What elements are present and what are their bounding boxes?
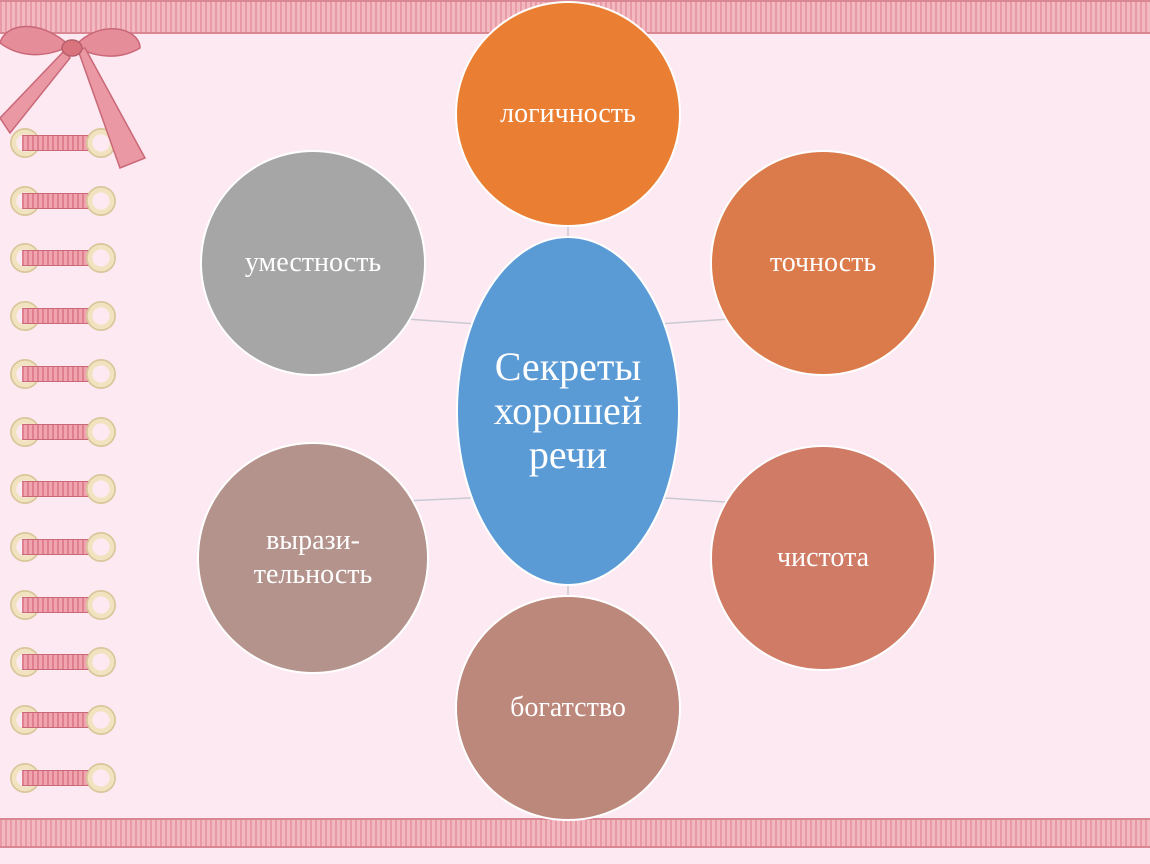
node-label-precision: точность (769, 247, 877, 278)
binding-ring (10, 531, 116, 562)
connector-purity (664, 497, 727, 503)
center-ellipse (456, 236, 680, 586)
node-circle-appropriateness (200, 150, 426, 376)
node-circle-logic (455, 1, 681, 227)
bottom-ribbon-border (0, 818, 1150, 848)
connector-appropriateness (409, 318, 473, 325)
connector-precision (663, 318, 727, 325)
node-label-expressiveness: вырази- тельность (253, 525, 373, 590)
node-circle-purity (710, 445, 936, 671)
binding-ring (10, 762, 116, 793)
binding-ring (10, 185, 116, 216)
node-circle-precision (710, 150, 936, 376)
binding-ring (10, 243, 116, 274)
ribbon-bow-icon (0, 25, 147, 169)
connector-expressiveness (412, 497, 472, 502)
node-label-appropriateness: уместность (244, 247, 382, 278)
binding-ring (10, 358, 116, 389)
node-circle-richness (455, 595, 681, 821)
binding-ring (10, 647, 116, 678)
binding-ring (10, 301, 116, 332)
node-label-purity: чистота (777, 542, 869, 573)
binding-ring (10, 474, 116, 505)
binding-ring (10, 589, 116, 620)
node-label-richness: богатство (510, 692, 626, 723)
binding-ring (10, 705, 116, 735)
center-label: Секреты хорошей речи (493, 344, 643, 477)
binding-ring (10, 128, 116, 158)
binding-ring (10, 416, 116, 447)
node-circle-expressiveness (197, 442, 429, 674)
node-label-logic: логичность (500, 98, 636, 129)
